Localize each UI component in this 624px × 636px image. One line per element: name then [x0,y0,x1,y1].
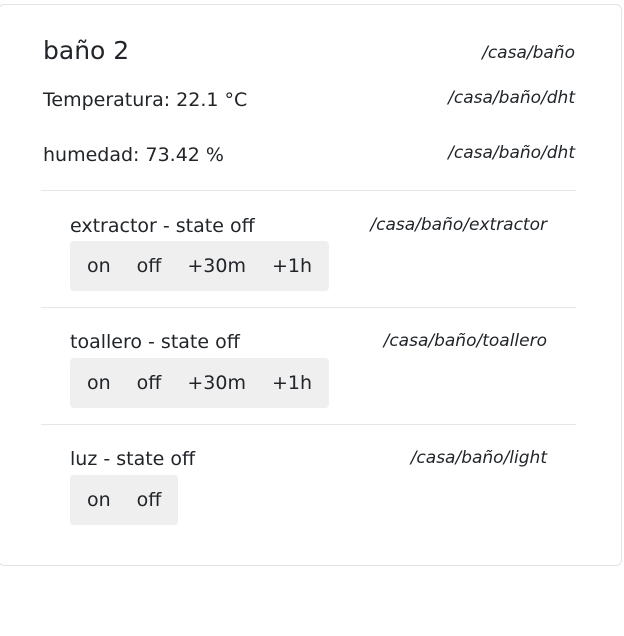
room-card: baño 2 /casa/baño Temperatura: 22.1 °C /… [0,4,622,566]
toallero-plus1h-button[interactable]: +1h [272,372,313,394]
temperature-reading: Temperatura: 22.1 °C [43,89,248,111]
device-luz-label: luz - state off [70,448,196,470]
luz-on-button[interactable]: on [87,489,111,511]
extractor-button-group: on off +30m +1h [70,241,330,291]
toallero-plus30m-button[interactable]: +30m [187,372,246,394]
humidity-topic: /casa/baño/dht [448,143,575,163]
humidity-reading: humedad: 73.42 % [43,144,224,166]
luz-button-group: on off [70,475,179,525]
device-luz-topic: /casa/baño/light [410,448,547,468]
extractor-off-button[interactable]: off [136,255,162,277]
device-extractor-label: extractor - state off [70,215,255,237]
extractor-plus30m-button[interactable]: +30m [187,255,246,277]
divider [41,307,576,308]
divider [41,190,576,191]
toallero-button-group: on off +30m +1h [70,358,330,408]
device-extractor-topic: /casa/baño/extractor [370,215,547,235]
extractor-plus1h-button[interactable]: +1h [272,255,313,277]
divider [41,424,576,425]
room-topic: /casa/baño [482,43,575,63]
temperature-topic: /casa/baño/dht [448,88,575,108]
extractor-on-button[interactable]: on [87,255,111,277]
room-title: baño 2 [43,36,130,65]
toallero-on-button[interactable]: on [87,372,111,394]
luz-off-button[interactable]: off [136,489,162,511]
toallero-off-button[interactable]: off [136,372,162,394]
device-toallero-topic: /casa/baño/toallero [383,331,547,351]
device-toallero-label: toallero - state off [70,331,240,353]
